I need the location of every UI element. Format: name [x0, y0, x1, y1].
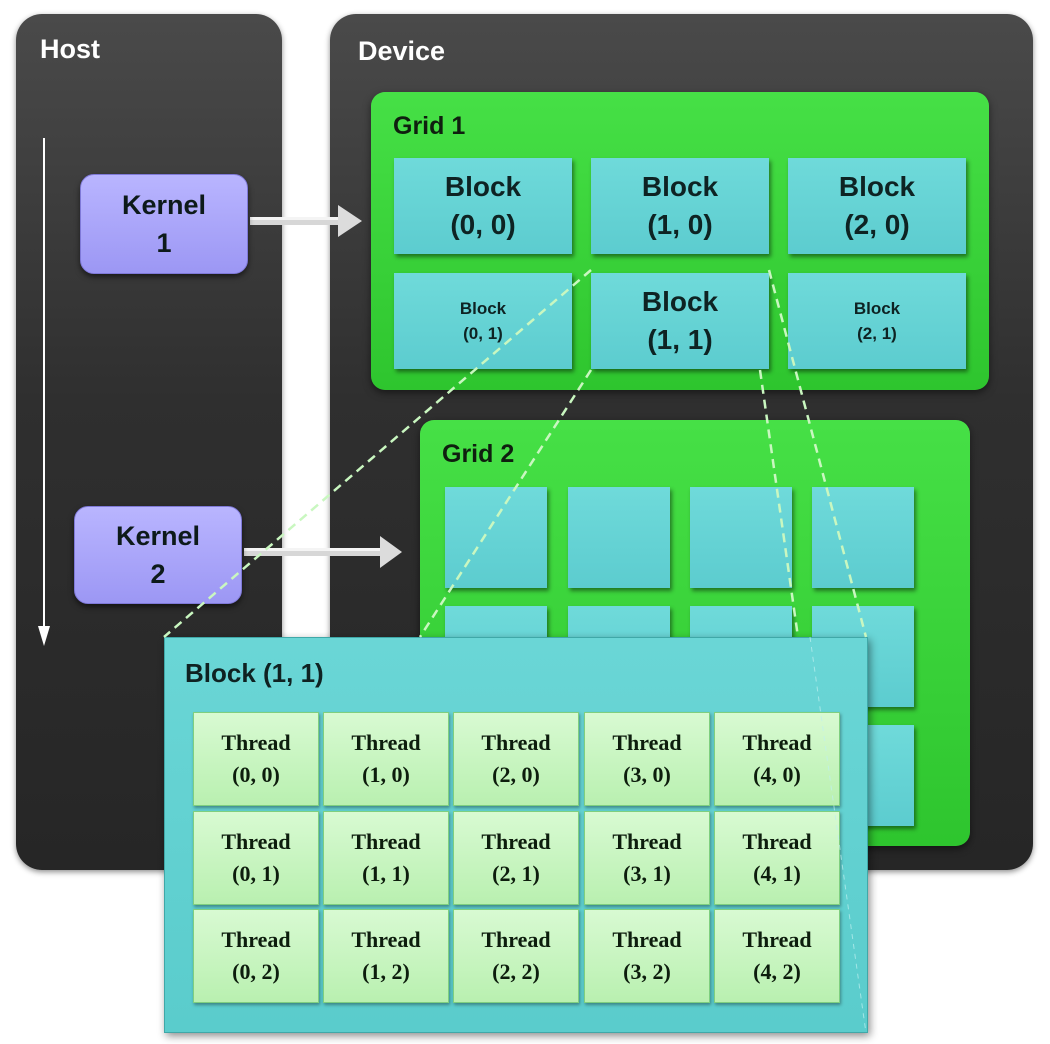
- block-index: (0, 0): [450, 209, 516, 240]
- thread-label: Thread: [351, 927, 421, 952]
- thread-label: Thread: [612, 927, 682, 952]
- block-label: Block: [853, 299, 901, 318]
- grid-1-block: Block (2, 0): [788, 158, 966, 254]
- thread-cell: Thread (0, 1): [193, 811, 319, 905]
- block-label: Block: [838, 171, 916, 202]
- block-index: (2, 1): [857, 324, 897, 343]
- thread-cell: Thread (0, 0): [193, 712, 319, 806]
- thread-index: (0, 0): [232, 762, 280, 787]
- grid-2-title: Grid 2: [442, 440, 515, 468]
- block-label: Block: [641, 171, 719, 202]
- thread-index: (2, 2): [492, 959, 540, 984]
- grid-1-block: Block (2, 1): [788, 273, 966, 369]
- block-label: Block: [459, 299, 507, 318]
- thread-label: Thread: [351, 730, 421, 755]
- kernel-2-number: 2: [150, 559, 166, 589]
- grid-1-block-highlighted: Block (1, 1): [591, 273, 769, 369]
- thread-label: Thread: [612, 829, 682, 854]
- thread-index: (0, 1): [232, 861, 280, 886]
- thread-cell: Thread (0, 2): [193, 909, 319, 1003]
- thread-index: (3, 1): [623, 861, 671, 886]
- thread-index: (2, 1): [492, 861, 540, 886]
- grid-2-block: [690, 487, 792, 588]
- thread-cell: Thread (4, 2): [714, 909, 840, 1003]
- thread-label: Thread: [481, 927, 551, 952]
- kernel-2-label: Kernel: [115, 521, 201, 551]
- device-title: Device: [358, 36, 446, 66]
- thread-label: Thread: [612, 730, 682, 755]
- thread-label: Thread: [221, 829, 291, 854]
- thread-label: Thread: [221, 730, 291, 755]
- thread-index: (3, 0): [623, 762, 671, 787]
- thread-index: (3, 2): [623, 959, 671, 984]
- kernel-1: Kernel 1: [80, 174, 248, 274]
- thread-index: (2, 0): [492, 762, 540, 787]
- thread-cell: Thread (2, 2): [453, 909, 579, 1003]
- grid-1-block: Block (0, 1): [394, 273, 572, 369]
- thread-cell: Thread (1, 2): [323, 909, 449, 1003]
- thread-label: Thread: [742, 927, 812, 952]
- grid-1-block: Block (0, 0): [394, 158, 572, 254]
- thread-cell: Thread (4, 1): [714, 811, 840, 905]
- thread-cell: Thread (2, 0): [453, 712, 579, 806]
- thread-label: Thread: [742, 829, 812, 854]
- kernel-2: Kernel 2: [74, 506, 242, 604]
- thread-label: Thread: [481, 829, 551, 854]
- host-title: Host: [40, 34, 100, 64]
- thread-index: (4, 1): [753, 861, 801, 886]
- thread-index: (1, 1): [362, 861, 410, 886]
- thread-cell: Thread (2, 1): [453, 811, 579, 905]
- grid-1-block: Block (1, 0): [591, 158, 769, 254]
- kernel-1-number: 1: [156, 228, 172, 258]
- block-label: Block: [444, 171, 522, 202]
- grid-2-block: [445, 487, 547, 588]
- thread-cell: Thread (4, 0): [714, 712, 840, 806]
- block-index: (1, 1): [647, 324, 713, 355]
- thread-cell: Thread (1, 0): [323, 712, 449, 806]
- thread-index: (4, 2): [753, 959, 801, 984]
- grid-1-title: Grid 1: [393, 112, 466, 140]
- zoomed-block-title: Block (1, 1): [185, 658, 324, 688]
- thread-cell: Thread (3, 0): [584, 712, 710, 806]
- thread-index: (1, 2): [362, 959, 410, 984]
- thread-label: Thread: [351, 829, 421, 854]
- thread-cell: Thread (3, 2): [584, 909, 710, 1003]
- thread-label: Thread: [742, 730, 812, 755]
- thread-label: Thread: [221, 927, 291, 952]
- thread-label: Thread: [481, 730, 551, 755]
- block-index: (1, 0): [647, 209, 713, 240]
- block-index: (2, 0): [844, 209, 910, 240]
- grid-2-block: [812, 487, 914, 588]
- grid-2-block: [568, 487, 670, 588]
- thread-index: (4, 0): [753, 762, 801, 787]
- thread-index: (1, 0): [362, 762, 410, 787]
- block-index: (0, 1): [463, 324, 503, 343]
- thread-index: (0, 2): [232, 959, 280, 984]
- thread-cell: Thread (1, 1): [323, 811, 449, 905]
- kernel-1-label: Kernel: [121, 190, 207, 220]
- thread-cell: Thread (3, 1): [584, 811, 710, 905]
- block-label: Block: [641, 286, 719, 317]
